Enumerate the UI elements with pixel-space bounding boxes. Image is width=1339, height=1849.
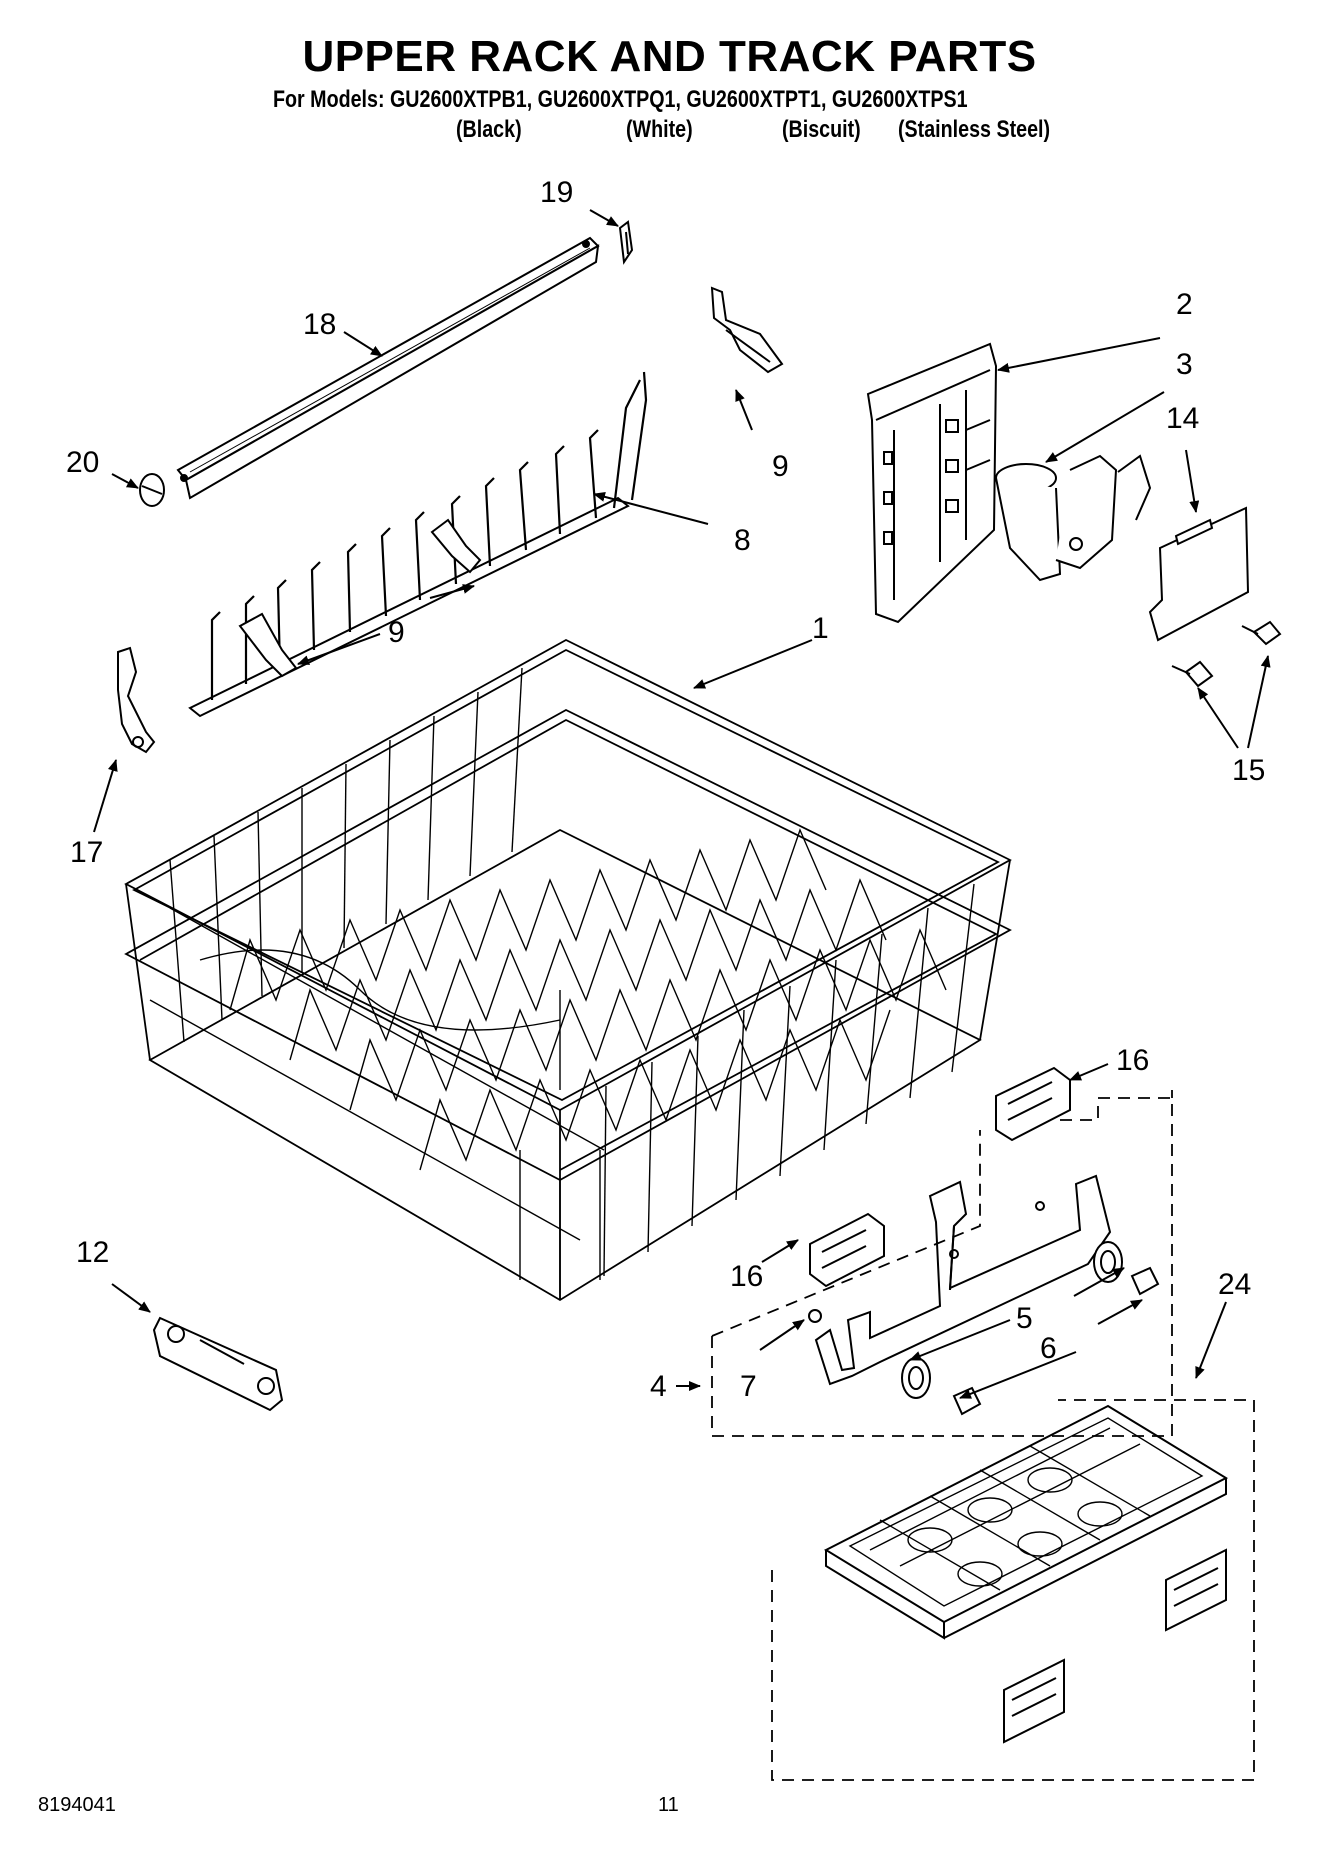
part-17-clip [117, 646, 156, 754]
part-1-upper-rack [124, 638, 1012, 1302]
models-line: For Models: GU2600XTPB1, GU2600XTPQ1, GU… [273, 86, 968, 113]
callout-9-top: 9 [772, 450, 789, 483]
callout-16-left: 16 [730, 1260, 764, 1293]
callout-1: 1 [812, 612, 829, 645]
callout-16-right: 16 [1116, 1044, 1150, 1077]
part-9-clip-top [710, 286, 784, 374]
callout-2: 2 [1176, 288, 1193, 321]
callout-12: 12 [76, 1236, 110, 1269]
callout-7: 7 [740, 1370, 757, 1403]
part-14-cover [1148, 506, 1250, 642]
part-16-clip-left [809, 1212, 885, 1288]
color-black: (Black) [456, 116, 522, 143]
color-white: (White) [626, 116, 693, 143]
part-19-end-cap [618, 220, 634, 265]
group-4-dashed-box [711, 1097, 1173, 1437]
part-12-stop [152, 1316, 284, 1412]
callout-17: 17 [70, 836, 104, 869]
callout-4: 4 [650, 1370, 667, 1403]
callout-14: 14 [1166, 402, 1200, 435]
callout-24: 24 [1218, 1268, 1252, 1301]
callout-8: 8 [734, 524, 751, 557]
callout-19: 19 [540, 176, 574, 209]
group-24-dashed-box [771, 1399, 1255, 1781]
page-title: UPPER RACK AND TRACK PARTS [302, 32, 1037, 81]
part-20-end-cap [139, 473, 165, 507]
callout-9-mid: 9 [388, 616, 405, 649]
color-biscuit: (Biscuit) [782, 116, 861, 143]
callout-3: 3 [1176, 348, 1193, 381]
color-stainless-steel: (Stainless Steel) [898, 116, 1051, 143]
page-number: 11 [658, 1794, 679, 1816]
callout-20: 20 [66, 446, 100, 479]
part-2-bracket [866, 342, 998, 624]
part-3-adjuster [995, 454, 1152, 582]
part-24-tray [823, 1404, 1229, 1744]
part-7-screw [808, 1309, 822, 1323]
callout-5: 5 [1016, 1302, 1033, 1335]
part-16-clip-right [995, 1066, 1071, 1142]
part-4-track-assembly [814, 1174, 1112, 1386]
document-number: 8194041 [38, 1794, 116, 1816]
callout-18: 18 [303, 308, 337, 341]
part-15-screws [1171, 620, 1282, 688]
callout-15: 15 [1232, 754, 1266, 787]
part-18-track-rail [176, 236, 600, 500]
part-5-wheel [901, 1241, 1123, 1399]
callout-6: 6 [1040, 1332, 1057, 1365]
